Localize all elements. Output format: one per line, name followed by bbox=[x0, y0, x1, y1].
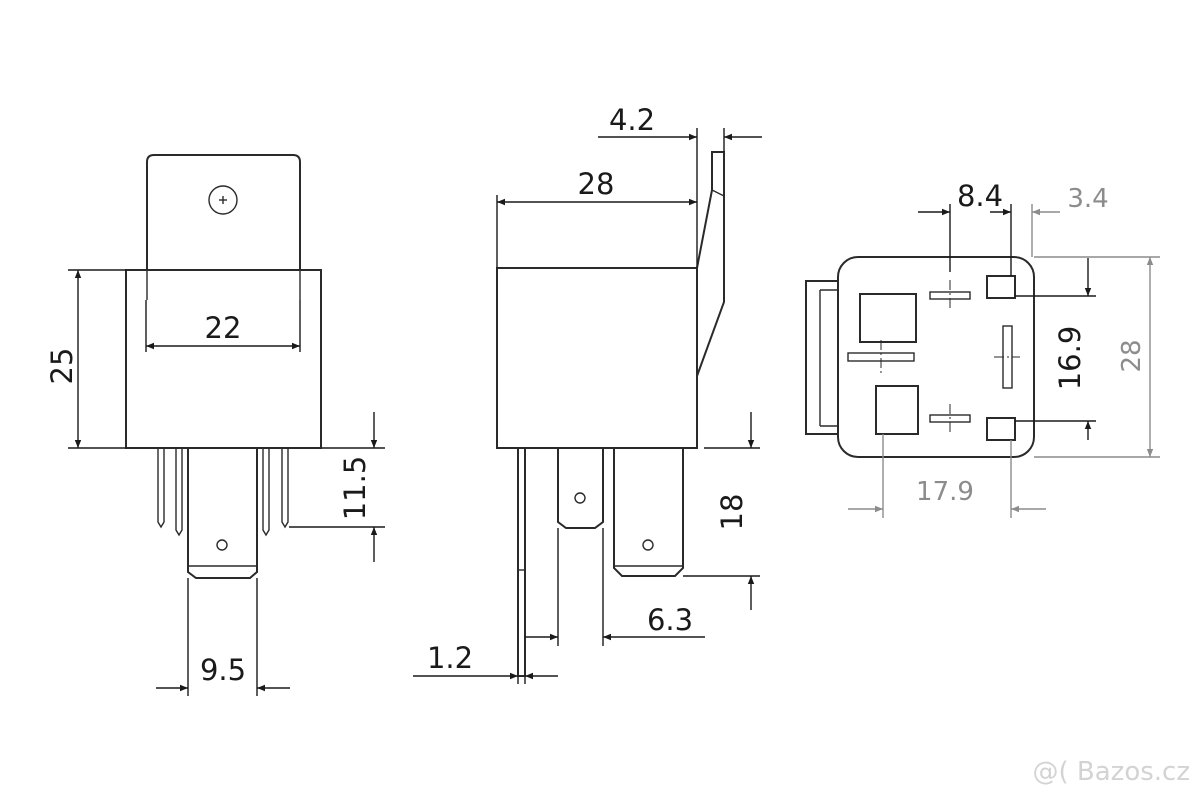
dim-small-pin-width: 6.3 bbox=[647, 603, 693, 637]
bottom-view: 8.4 3.4 16.9 28 17.9 bbox=[805, 179, 1160, 518]
dim-tab-offset: 4.2 bbox=[609, 103, 655, 137]
side-mounting-bracket bbox=[696, 151, 725, 377]
front-pin-main bbox=[187, 448, 258, 579]
side-pin-right-hole-icon bbox=[642, 539, 654, 551]
front-relay-body bbox=[125, 269, 322, 449]
side-pin-middle-hole-icon bbox=[574, 492, 586, 504]
dim-bottom-height: 28 bbox=[1117, 339, 1147, 372]
dim-bottom-pitch-b: 3.4 bbox=[1067, 184, 1108, 214]
dim-side-pin-length: 18 bbox=[715, 494, 749, 531]
front-pin-thin-right bbox=[281, 448, 289, 529]
front-pin-hole-icon bbox=[216, 539, 228, 551]
bracket-bend-line bbox=[711, 189, 725, 197]
front-pin-small-left bbox=[175, 448, 183, 537]
side-pin-thin bbox=[517, 448, 526, 677]
watermark-text: @( Bazos.cz bbox=[1033, 757, 1191, 787]
bottom-base bbox=[837, 256, 1035, 458]
dim-bottom-pitch-a: 8.4 bbox=[957, 179, 1003, 213]
front-pin-small-right bbox=[262, 448, 270, 537]
dim-pin-length: 11.5 bbox=[338, 456, 372, 521]
mounting-hole-icon bbox=[208, 185, 238, 215]
dim-pin-width: 9.5 bbox=[200, 653, 246, 687]
dim-bottom-width: 17.9 bbox=[916, 477, 974, 507]
dim-side-depth: 28 bbox=[578, 167, 615, 201]
side-view: 28 4.2 18 6.3 1.2 bbox=[413, 103, 762, 684]
bottom-terminal-small-bottom bbox=[986, 417, 1016, 441]
bottom-terminal-small-top bbox=[986, 275, 1016, 299]
dim-bottom-pitch-c: 16.9 bbox=[1053, 326, 1087, 391]
front-pin-thin-left bbox=[157, 448, 165, 529]
bottom-terminal-large-top bbox=[859, 293, 917, 343]
bottom-terminal-large-bottom bbox=[875, 385, 919, 435]
front-mounting-tab bbox=[146, 154, 301, 271]
side-pin-right bbox=[613, 448, 684, 577]
dim-front-height: 25 bbox=[45, 348, 79, 385]
dim-front-width: 22 bbox=[205, 311, 242, 345]
front-view: 22 25 11.5 9.5 bbox=[45, 154, 385, 696]
bottom-flange bbox=[805, 280, 839, 435]
side-pin-middle bbox=[557, 448, 604, 529]
side-relay-body bbox=[496, 267, 698, 449]
dim-pin-thickness: 1.2 bbox=[427, 641, 473, 675]
